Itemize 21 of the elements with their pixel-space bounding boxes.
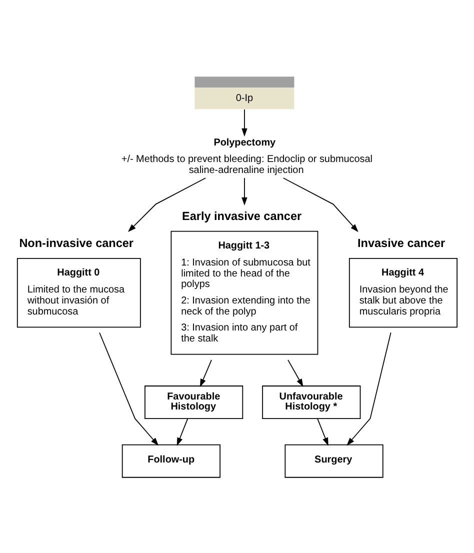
- arrow: [242, 108, 248, 136]
- node-box: Unfavourable Histology *: [262, 385, 361, 419]
- arrow: [288, 358, 304, 386]
- node-box: Follow-up: [122, 444, 220, 478]
- node-label: Invasive cancer: [358, 236, 446, 250]
- arrow: [346, 332, 392, 446]
- arrow: [99, 332, 159, 446]
- node-label: Non-invasive cancer: [19, 236, 134, 250]
- node-label: Early invasive cancer: [182, 209, 302, 222]
- node-box: Haggitt 4 Invasion beyond the stalk but above the muscularis propria: [348, 258, 458, 328]
- arrow: [176, 418, 188, 446]
- node-box: Favourable Histology: [144, 385, 244, 419]
- node-box: Haggitt 1-3 1: Invasion of submucosa but limited to the head of the polyps 2: Invasion extending into the neck of the polyp 3: Invasion into any part of the stalk: [170, 230, 318, 354]
- node-box: Haggitt 0 Limited to the mucosa without invasión of submucosa: [16, 258, 141, 328]
- arrow: [128, 177, 206, 232]
- arrow: [200, 358, 212, 387]
- node-text: Polypectomy +/- Methods to prevent bleeding: Endoclip or submucosal saline-adrenaline injection: [121, 137, 373, 176]
- arrow: [317, 418, 328, 446]
- arrow: [242, 177, 248, 205]
- node-box: Surgery: [284, 444, 384, 478]
- arrow: [282, 177, 358, 232]
